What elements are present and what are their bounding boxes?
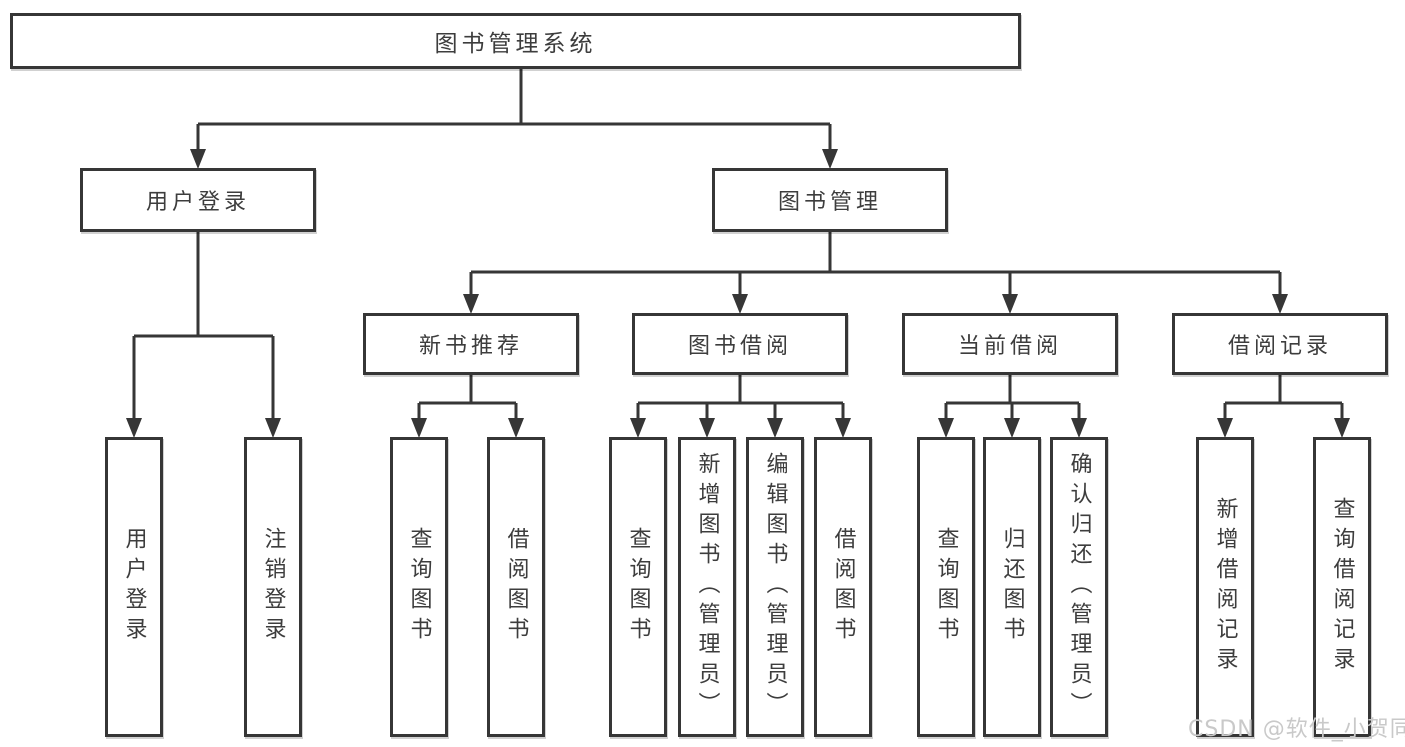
node-user-login: 用户登录 [80, 168, 316, 232]
node-label: 查询图书 [406, 527, 432, 647]
node-user-login-leaf: 用户登录 [105, 437, 163, 737]
node-confirm-return-admin: 确认归还（管理员） [1050, 437, 1108, 737]
node-borrow-books-newbooks: 借阅图书 [487, 437, 545, 737]
node-label: 新增图书（管理员） [694, 452, 720, 722]
node-label: 注销登录 [260, 527, 286, 647]
node-borrowing-records: 借阅记录 [1172, 313, 1388, 375]
node-label: 借阅图书 [830, 527, 856, 647]
node-label: 图书管理 [777, 190, 882, 215]
node-label: 借阅图书 [503, 527, 529, 647]
node-return-books: 归还图书 [983, 437, 1041, 737]
node-label: 图书管理系统 [434, 31, 597, 57]
csdn-watermark: CSDN @软件_小贺同学 [1188, 717, 1405, 742]
node-label: 图书借阅 [687, 334, 792, 359]
node-label: 新书推荐 [418, 334, 523, 359]
node-logout: 注销登录 [244, 437, 302, 737]
node-book-borrowing: 图书借阅 [632, 313, 848, 375]
node-edit-books-admin: 编辑图书（管理员） [746, 437, 804, 737]
node-query-books-newbooks: 查询图书 [390, 437, 448, 737]
node-label: 用户登录 [121, 527, 147, 647]
node-query-books-current: 查询图书 [917, 437, 975, 737]
node-label: 编辑图书（管理员） [762, 452, 788, 722]
node-label: 确认归还（管理员） [1066, 452, 1092, 722]
node-book-management: 图书管理 [712, 168, 948, 232]
node-new-book-recommendation: 新书推荐 [363, 313, 579, 375]
node-add-borrow-record: 新增借阅记录 [1196, 437, 1254, 737]
node-library-management-system: 图书管理系统 [10, 13, 1021, 69]
node-label: 查询借阅记录 [1329, 497, 1355, 677]
node-query-borrow-record: 查询借阅记录 [1313, 437, 1371, 737]
node-label: 归还图书 [999, 527, 1025, 647]
node-label: 查询图书 [933, 527, 959, 647]
node-label: 用户登录 [145, 190, 250, 215]
node-add-books-admin: 新增图书（管理员） [678, 437, 736, 737]
node-borrow-books-borrowing: 借阅图书 [814, 437, 872, 737]
node-label: 当前借阅 [957, 334, 1062, 359]
node-label: 新增借阅记录 [1212, 497, 1238, 677]
node-current-borrowing: 当前借阅 [902, 313, 1118, 375]
node-query-books-borrowing: 查询图书 [609, 437, 667, 737]
node-label: 借阅记录 [1227, 334, 1332, 359]
node-label: 查询图书 [625, 527, 651, 647]
